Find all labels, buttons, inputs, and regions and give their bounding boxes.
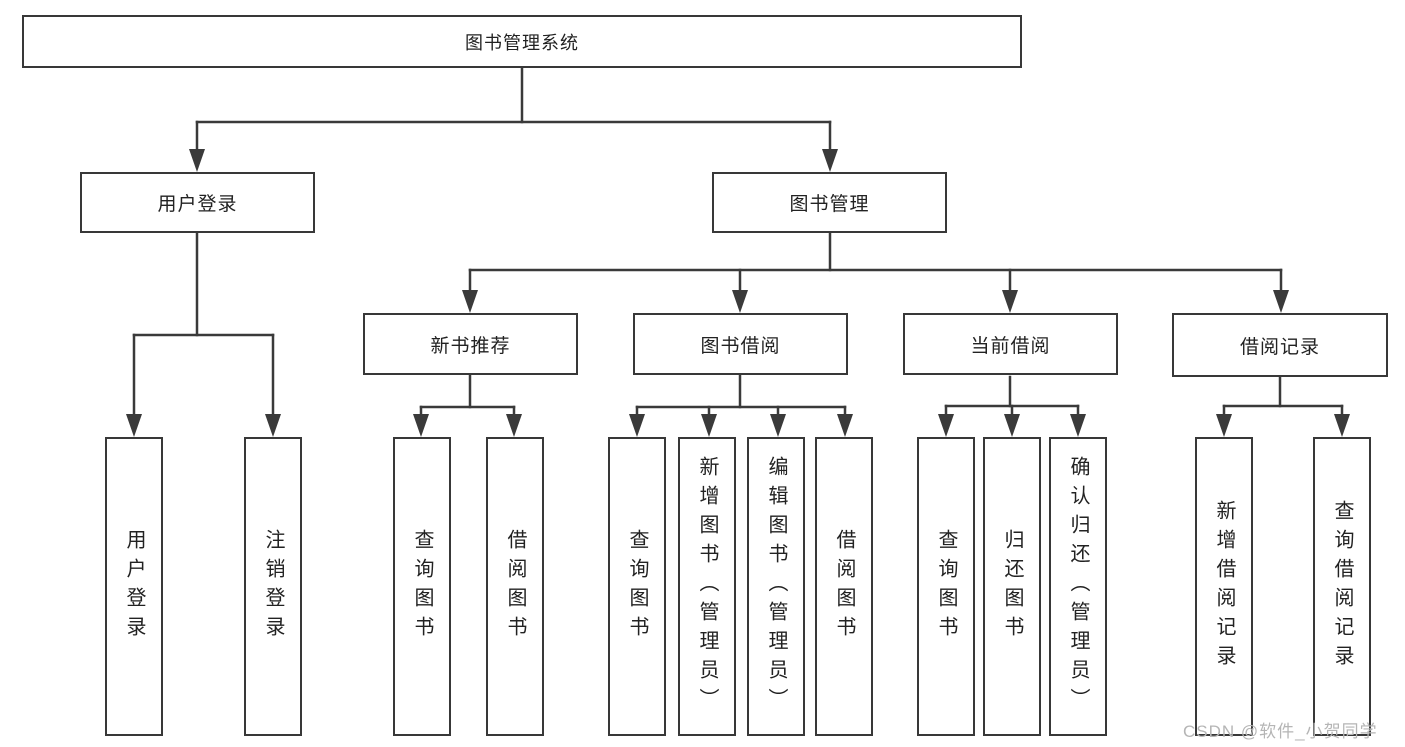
- leaf-current-query-book: 查询图书: [917, 437, 975, 736]
- node-book-borrow: 图书借阅: [633, 313, 848, 375]
- node-label: 当前借阅: [970, 335, 1051, 357]
- leaf-record-add-borrow-record: 新增借阅记录: [1195, 437, 1253, 736]
- leaf-borrow-edit-book-admin: 编辑图书（管理员）: [747, 437, 805, 736]
- node-user-login: 用户登录: [80, 172, 315, 233]
- node-new-book-recommend: 新书推荐: [363, 313, 578, 375]
- leaf-newbook-borrow-book: 借阅图书: [486, 437, 544, 736]
- leaf-borrow-borrow-book: 借阅图书: [815, 437, 873, 736]
- node-label: 借阅记录: [1239, 336, 1320, 358]
- leaf-label: 借阅图书: [833, 528, 855, 645]
- leaf-borrow-add-book-admin: 新增图书（管理员）: [678, 437, 736, 736]
- leaf-logout: 注销登录: [244, 437, 302, 736]
- node-borrow-record: 借阅记录: [1172, 313, 1388, 377]
- leaf-current-confirm-return-admin: 确认归还（管理员）: [1049, 437, 1107, 736]
- leaf-label: 查询图书: [411, 528, 433, 645]
- leaf-label: 借阅图书: [504, 528, 526, 645]
- leaf-borrow-query-book: 查询图书: [608, 437, 666, 736]
- leaf-current-return-book: 归还图书: [983, 437, 1041, 736]
- node-label: 新书推荐: [430, 335, 511, 357]
- leaf-label: 查询借阅记录: [1331, 499, 1353, 674]
- node-book-management: 图书管理: [712, 172, 947, 233]
- leaf-label: 新增借阅记录: [1213, 499, 1235, 674]
- node-library-management-system: 图书管理系统: [22, 15, 1022, 68]
- leaf-label: 编辑图书（管理员）: [765, 456, 787, 717]
- leaf-label: 确认归还（管理员）: [1067, 456, 1089, 717]
- leaf-label: 查询图书: [935, 528, 957, 645]
- node-current-borrow: 当前借阅: [903, 313, 1118, 375]
- leaf-user-login: 用户登录: [105, 437, 163, 736]
- leaf-label: 注销登录: [262, 528, 284, 645]
- csdn-watermark: CSDN @软件_小贺同学: [1183, 722, 1378, 741]
- leaf-label: 新增图书（管理员）: [696, 456, 718, 717]
- leaf-newbook-query-book: 查询图书: [393, 437, 451, 736]
- node-label: 图书借阅: [700, 335, 781, 357]
- leaf-label: 用户登录: [123, 528, 145, 645]
- node-label: 用户登录: [157, 194, 238, 215]
- leaf-label: 查询图书: [626, 528, 648, 645]
- node-label: 图书管理: [789, 194, 870, 215]
- leaf-label: 归还图书: [1001, 528, 1023, 645]
- node-label: 图书管理系统: [465, 32, 579, 53]
- leaf-record-query-borrow-record: 查询借阅记录: [1313, 437, 1371, 736]
